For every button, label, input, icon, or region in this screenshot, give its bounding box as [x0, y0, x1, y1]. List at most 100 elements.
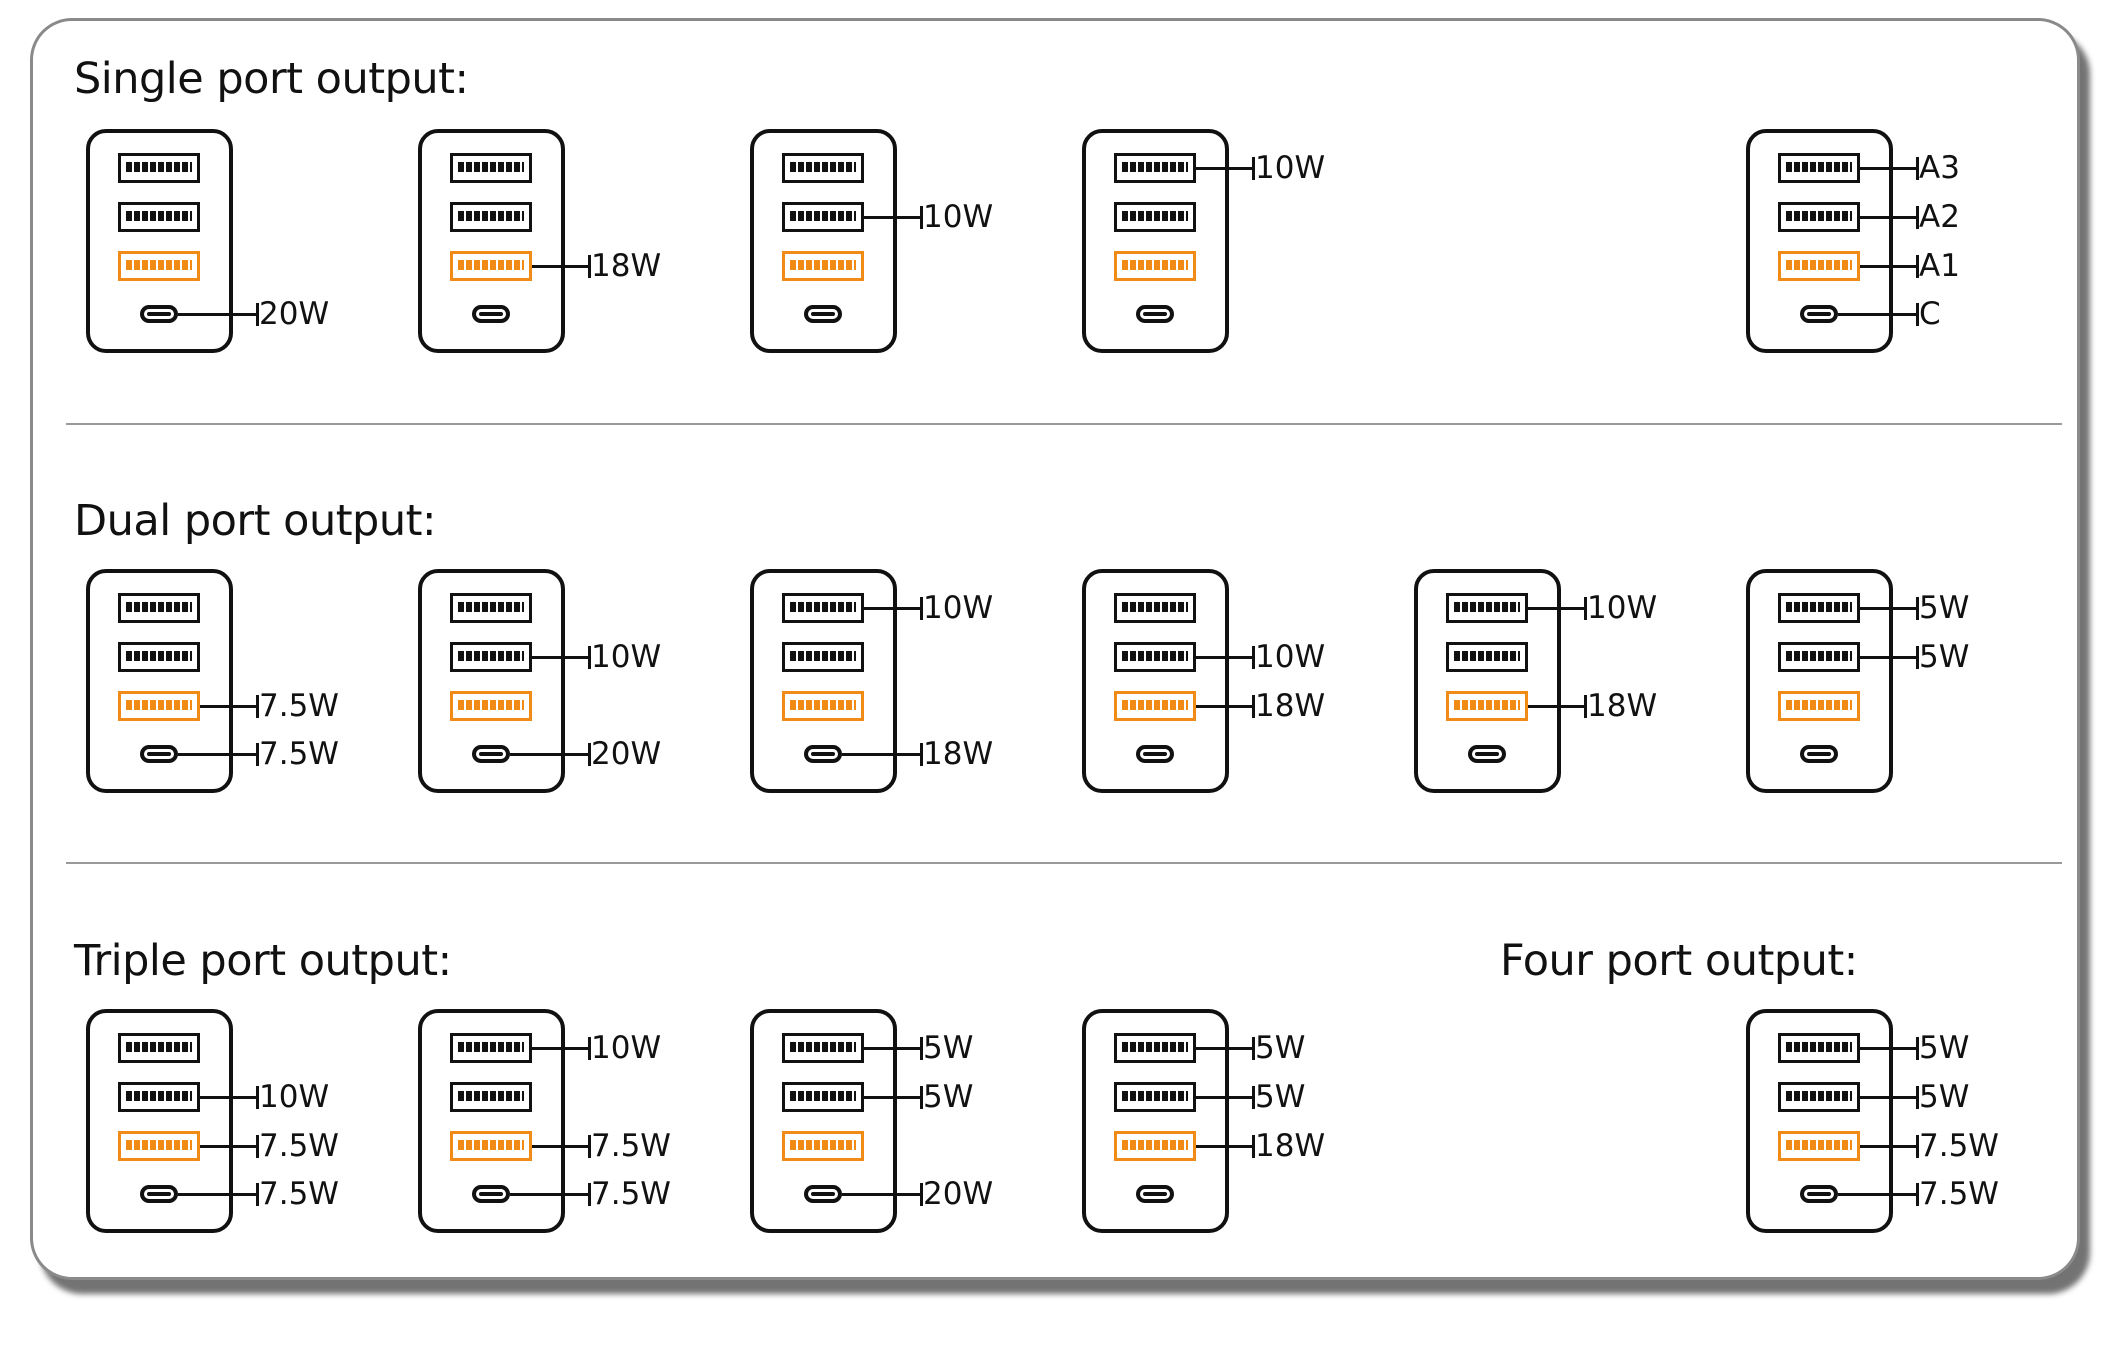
port-label-a1: A1: [1919, 248, 1960, 284]
usb-a-port-icon: [1778, 1033, 1860, 1063]
usb-a-port-icon: [118, 1082, 200, 1112]
usb-a-port-icon: [782, 1082, 864, 1112]
port-leader-line: [1860, 1135, 1919, 1158]
port-label-a2: 5W: [923, 1079, 974, 1115]
port-label-a3: A3: [1919, 150, 1960, 186]
port-label-c: 20W: [923, 1176, 994, 1212]
port-label-a2: A2: [1919, 199, 1960, 235]
usb-a-port-icon: [1114, 1033, 1196, 1063]
usb-a-port-icon: [118, 642, 200, 672]
usb-a-port-icon: [782, 1033, 864, 1063]
usb-a-port-contacts: [458, 1042, 524, 1052]
usb-a-port-icon: [118, 153, 200, 183]
port-label-a1: 7.5W: [591, 1128, 671, 1164]
usb-a-port-contacts: [1786, 162, 1852, 172]
charger-single-1: 20W: [86, 129, 329, 353]
usb-a-port-contacts: [790, 162, 856, 172]
port-leader-line: [1528, 695, 1587, 718]
usb-a-port-icon: [782, 251, 864, 281]
usb-a-port-icon: [450, 642, 532, 672]
usb-a-port-icon: [450, 593, 532, 623]
usb-a-port-icon: [782, 691, 864, 721]
usb-a-port-contacts: [1454, 651, 1520, 661]
charger-single-4: 10W: [1082, 129, 1325, 353]
port-leader-line: [1196, 1037, 1255, 1060]
usb-a-port-icon: [1778, 691, 1860, 721]
usb-a-port-contacts: [1122, 700, 1188, 710]
port-leader-line: [1860, 1037, 1919, 1060]
port-label-a3: 5W: [1919, 590, 1970, 626]
dual-port-title: Dual port output:: [74, 496, 436, 546]
usb-a-port-contacts: [790, 602, 856, 612]
usb-a-port-contacts: [1786, 1042, 1852, 1052]
usb-a-port-contacts: [126, 211, 192, 221]
port-label-a3: 10W: [1587, 590, 1658, 626]
usb-c-port-icon: [1800, 305, 1838, 323]
port-label-a1: 18W: [1255, 688, 1326, 724]
usb-a-port-contacts: [1122, 211, 1188, 221]
port-label-c: C: [1919, 296, 1941, 332]
usb-a-port-icon: [782, 1131, 864, 1161]
port-leader-line: [532, 1037, 591, 1060]
port-leader-line: [1838, 1183, 1919, 1206]
usb-a-port-icon: [1114, 1082, 1196, 1112]
usb-c-port-tongue: [811, 312, 835, 316]
usb-a-port-contacts: [1122, 1042, 1188, 1052]
usb-a-port-icon: [782, 593, 864, 623]
port-label-c: 18W: [923, 736, 994, 772]
port-leader-line: [1860, 646, 1919, 669]
usb-a-port-icon: [1114, 642, 1196, 672]
port-leader-line: [178, 303, 259, 326]
port-leader-line: [1860, 1086, 1919, 1109]
usb-c-port-icon: [140, 745, 178, 763]
usb-a-port-icon: [782, 642, 864, 672]
port-leader-line: [532, 255, 591, 278]
usb-a-port-icon: [1778, 202, 1860, 232]
usb-a-port-icon: [782, 202, 864, 232]
port-leader-line: [1196, 1086, 1255, 1109]
port-leader-line: [1860, 255, 1919, 278]
usb-a-port-contacts: [126, 162, 192, 172]
port-label-a2: 10W: [591, 639, 662, 675]
port-leader-line: [1860, 157, 1919, 180]
usb-a-port-icon: [450, 1131, 532, 1161]
usb-a-port-icon: [1446, 593, 1528, 623]
port-label-a2: 10W: [1255, 639, 1326, 675]
port-label-a1: 7.5W: [259, 688, 339, 724]
port-leader-line: [864, 597, 923, 620]
usb-a-port-contacts: [1122, 260, 1188, 270]
usb-a-port-contacts: [1786, 1091, 1852, 1101]
port-leader-line: [532, 646, 591, 669]
usb-a-port-contacts: [790, 1042, 856, 1052]
port-label-c: 7.5W: [259, 1176, 339, 1212]
port-leader-line: [178, 1183, 259, 1206]
usb-c-port-icon: [804, 745, 842, 763]
port-leader-line: [1528, 597, 1587, 620]
usb-a-port-contacts: [126, 651, 192, 661]
usb-a-port-icon: [1778, 1082, 1860, 1112]
usb-a-port-contacts: [1786, 260, 1852, 270]
usb-a-port-icon: [1114, 251, 1196, 281]
port-label-a3: 10W: [591, 1030, 662, 1066]
usb-a-port-contacts: [126, 602, 192, 612]
usb-c-port-tongue: [1807, 752, 1831, 756]
port-label-c: 7.5W: [1919, 1176, 1999, 1212]
usb-c-port-tongue: [147, 1192, 171, 1196]
port-label-a1: 18W: [1255, 1128, 1326, 1164]
usb-a-port-icon: [1446, 691, 1528, 721]
usb-a-port-contacts: [1786, 1140, 1852, 1150]
charger-single-2: 18W: [418, 129, 661, 353]
usb-a-port-contacts: [126, 1042, 192, 1052]
usb-a-port-icon: [118, 1033, 200, 1063]
single-port-title: Single port output:: [74, 54, 469, 104]
usb-c-port-tongue: [1143, 1192, 1167, 1196]
usb-a-port-icon: [1114, 153, 1196, 183]
usb-a-port-contacts: [1122, 1140, 1188, 1150]
port-leader-line: [1860, 597, 1919, 620]
usb-a-port-contacts: [1454, 700, 1520, 710]
usb-a-port-contacts: [790, 1140, 856, 1150]
charger-single-3: 10W: [750, 129, 993, 353]
port-label-a1: 7.5W: [1919, 1128, 1999, 1164]
